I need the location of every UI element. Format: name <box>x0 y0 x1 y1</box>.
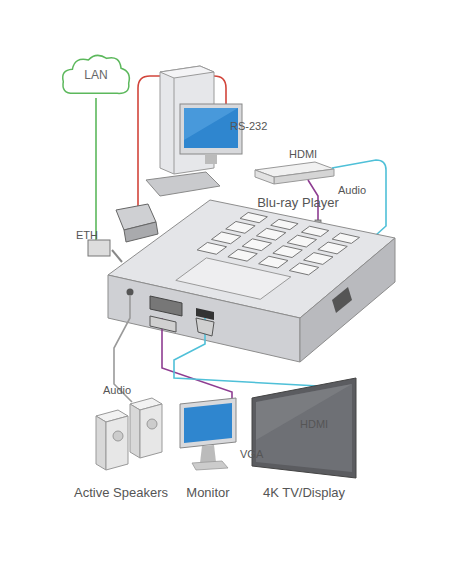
eth-lead <box>112 250 122 262</box>
pc-tower-top <box>160 66 214 78</box>
pc-screen-glare <box>184 108 238 140</box>
panel-button <box>256 228 285 240</box>
panel-button <box>273 246 302 258</box>
node-text: Active Speakers <box>74 485 168 500</box>
panel-button <box>240 212 267 222</box>
panel-button <box>301 226 328 236</box>
pc-screen <box>184 108 238 148</box>
device-label: Active Speakers <box>56 483 186 501</box>
monitor-frame <box>180 398 236 448</box>
device-label: Monitor <box>170 483 246 501</box>
pc-stand <box>205 154 217 164</box>
speaker-cone <box>147 419 157 429</box>
panel-button <box>226 221 255 233</box>
node-text: 4K TV/Display <box>263 485 345 500</box>
cable-label: Audio <box>103 384 131 397</box>
tv-screen <box>256 384 352 472</box>
device-side <box>300 238 395 362</box>
rs232-connector-side <box>124 222 158 242</box>
vga-port <box>150 296 182 316</box>
speaker-front <box>106 416 128 470</box>
network-cloud: LAN <box>58 50 134 100</box>
panel-button <box>197 242 226 254</box>
eth-cable <box>95 98 97 240</box>
speaker-side <box>130 404 140 458</box>
cable-label: RS-232 <box>230 120 267 133</box>
eth-plug <box>88 240 110 256</box>
vga-plug <box>150 316 176 332</box>
cable-label: Audio <box>338 184 366 197</box>
panel-button <box>259 256 288 268</box>
panel-button <box>228 249 257 261</box>
panel-button <box>332 233 359 243</box>
cable-label: VGA <box>240 448 263 461</box>
panel-button <box>287 235 316 247</box>
hdmi-out-plug <box>196 318 214 336</box>
panel-button <box>318 242 347 254</box>
cloud-shape <box>63 55 130 93</box>
node-text: Monitor <box>186 485 229 500</box>
panel-button <box>271 219 298 229</box>
panel-button <box>289 263 318 275</box>
tv-glare <box>256 384 352 440</box>
panel-button <box>242 239 271 251</box>
pc-keyboard <box>146 172 220 196</box>
speaker-cone <box>113 431 123 441</box>
cable-label: HDMI <box>289 148 317 161</box>
panel-button <box>304 253 333 265</box>
cable-label: ETH <box>76 229 98 242</box>
speaker-side <box>96 416 106 470</box>
node-text: Blu-ray Player <box>257 195 339 210</box>
monitor-screen <box>184 403 232 443</box>
cable-label: HDMI <box>300 418 328 431</box>
monitor-base <box>192 461 228 470</box>
power-switch <box>332 287 352 313</box>
bluray-front <box>274 169 334 184</box>
audio-out-port <box>127 289 134 296</box>
hdmi-out-cable <box>174 318 318 392</box>
device-panel <box>160 212 359 301</box>
bluray-side <box>255 170 274 184</box>
node-text: LAN <box>84 68 107 83</box>
tv-frame <box>252 378 356 478</box>
pc-tower-edge <box>174 78 175 174</box>
speaker-front <box>140 404 162 458</box>
device-label: 4K TV/Display <box>246 483 362 501</box>
panel-button <box>211 232 240 244</box>
monitor-stand <box>200 445 216 463</box>
